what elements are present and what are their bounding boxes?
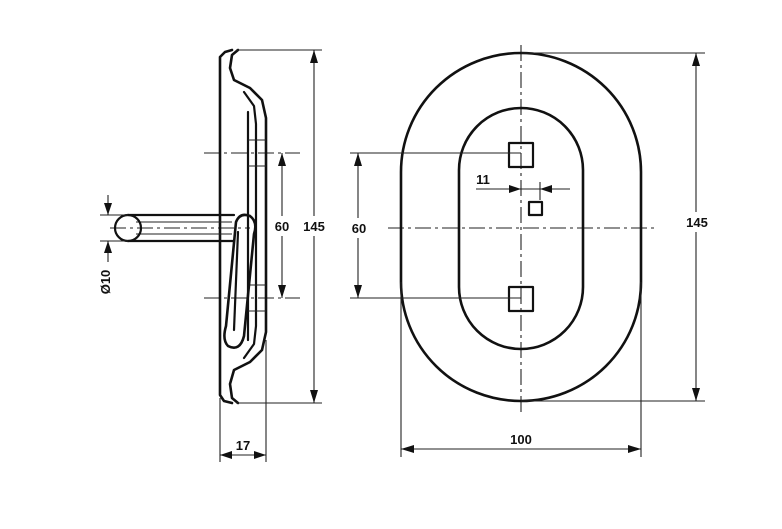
front-slot	[527, 200, 544, 217]
side-plate-inner-profile	[228, 48, 268, 405]
arrow-down	[354, 285, 362, 298]
label-slot-offset: 11	[476, 172, 490, 187]
label-bg	[346, 218, 370, 238]
arrow-down	[310, 390, 318, 403]
label-front-height: 145	[686, 215, 708, 230]
side-view	[110, 48, 300, 405]
arrow-down	[692, 388, 700, 401]
arrow-down	[278, 285, 286, 298]
label-bg	[682, 212, 712, 232]
arrow-up	[692, 53, 700, 66]
side-ring-folded-inner	[232, 230, 240, 332]
arrow-up	[104, 241, 112, 253]
front-view	[388, 45, 655, 412]
front-hole-upper	[507, 141, 535, 169]
arrow-right	[628, 445, 641, 453]
side-ring-folded	[223, 213, 257, 349]
side-plate-outer-profile	[218, 48, 234, 405]
label-side-height: 145	[303, 219, 325, 234]
side-dimensions: 145 60 17 Ø10	[98, 49, 328, 462]
arrow-up	[354, 153, 362, 166]
label-ring-diameter: Ø10	[98, 270, 113, 295]
arrow-left	[220, 451, 232, 459]
arrow-up	[278, 153, 286, 166]
label-front-width: 100	[510, 432, 532, 447]
arrow-down	[104, 203, 112, 215]
arrow-left	[540, 185, 552, 193]
arrow-right	[509, 185, 521, 193]
label-bg	[270, 216, 294, 236]
arrow-up	[310, 50, 318, 63]
label-front-spacing: 60	[352, 221, 366, 236]
front-dimensions: 145 60 100 11	[346, 52, 712, 457]
label-side-depth: 17	[236, 438, 250, 453]
front-hole-lower	[507, 285, 535, 313]
arrow-right	[254, 451, 266, 459]
front-plate-recess	[457, 106, 585, 351]
label-side-spacing: 60	[275, 219, 289, 234]
label-bg	[300, 216, 328, 236]
arrow-left	[401, 445, 414, 453]
